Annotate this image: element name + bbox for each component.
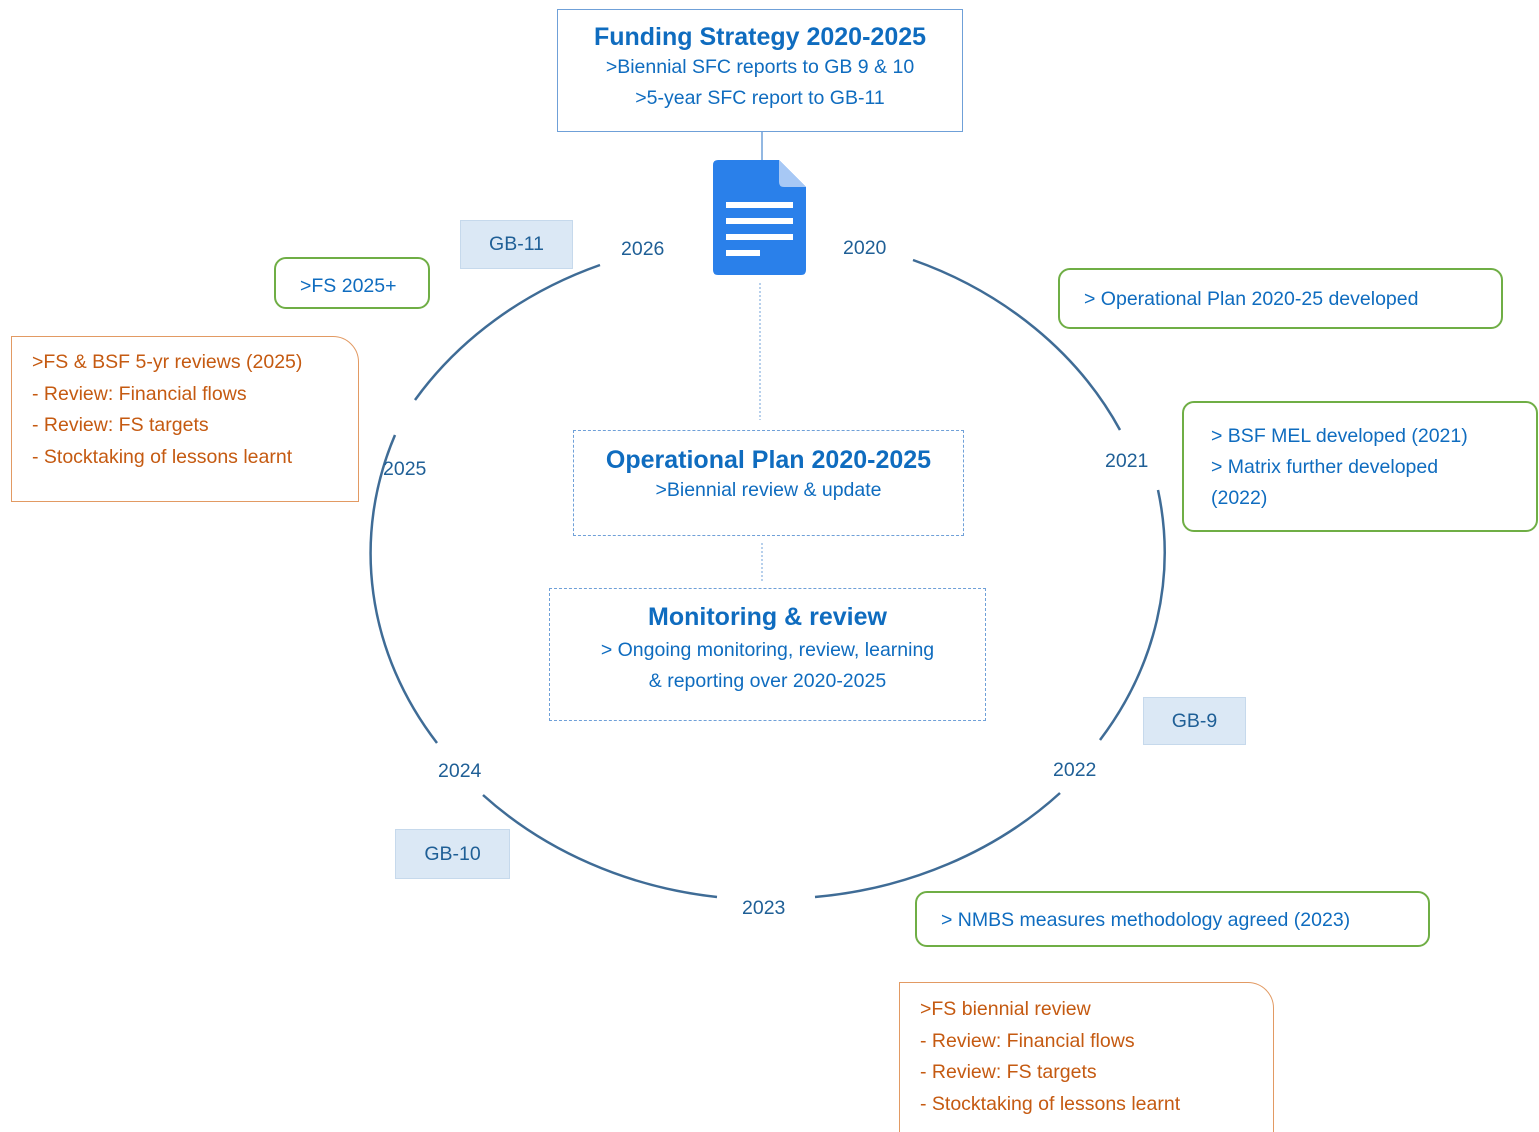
review-text: - Review: FS targets	[920, 1061, 1097, 1083]
monitoring-line: > Ongoing monitoring, review, learning	[600, 639, 935, 661]
gb-9-tag: GB-9	[1143, 697, 1246, 745]
funding-strategy-line: >5-year SFC report to GB-11	[635, 87, 885, 109]
review-text: - Review: FS targets	[32, 414, 209, 436]
milestone-text: > Matrix further developed	[1211, 456, 1439, 478]
operational-plan-box: Operational Plan 2020-2025 >Biennial rev…	[573, 430, 964, 536]
review-box-biennial: >FS biennial review - Review: Financial …	[899, 982, 1274, 1132]
year-label-2026: 2026	[621, 238, 665, 260]
year-label-2020: 2020	[843, 237, 887, 259]
cycle-arc-2024-2025	[369, 434, 438, 744]
year-label-2025: 2025	[383, 458, 427, 480]
review-text: - Review: Financial flows	[920, 1029, 1135, 1052]
year-label-2022: 2022	[1053, 759, 1097, 781]
year-label-2023: 2023	[742, 897, 786, 919]
document-icon	[713, 160, 806, 275]
milestone-text: > BSF MEL developed (2021)	[1211, 425, 1468, 447]
milestone-text: > Operational Plan 2020-25 developed	[1084, 288, 1419, 310]
milestone-text: > NMBS measures methodology agreed (2023…	[941, 909, 1351, 931]
review-text: - Stocktaking of lessons learnt	[32, 445, 293, 468]
cycle-arc-2020-2021	[912, 258, 1122, 431]
year-label-2024: 2024	[438, 760, 482, 782]
funding-strategy-title: Funding Strategy 2020-2025	[593, 23, 927, 51]
milestone-fs-2025-plus: >FS 2025+	[274, 257, 430, 309]
cycle-arc-2025-2026	[413, 263, 601, 401]
monitoring-review-box: Monitoring & review > Ongoing monitoring…	[549, 588, 986, 721]
monitoring-title: Monitoring & review	[648, 603, 887, 631]
review-text: - Review: Financial flows	[32, 382, 247, 405]
milestone-nmbs: > NMBS measures methodology agreed (2023…	[915, 891, 1430, 947]
operational-plan-title: Operational Plan 2020-2025	[605, 446, 932, 474]
operational-plan-line: >Biennial review & update	[655, 479, 882, 501]
cycle-arc-2023-2024	[482, 794, 718, 899]
milestone-text: (2022)	[1211, 487, 1268, 509]
funding-strategy-box: Funding Strategy 2020-2025 >Biennial SFC…	[557, 9, 963, 132]
milestone-text: >FS 2025+	[300, 275, 397, 297]
milestone-op-plan-developed: > Operational Plan 2020-25 developed	[1058, 268, 1503, 329]
gb-10-tag: GB-10	[395, 829, 510, 879]
review-text: >FS & BSF 5-yr reviews (2025)	[32, 351, 303, 373]
review-box-five-year: >FS & BSF 5-yr reviews (2025) - Review: …	[11, 336, 359, 502]
monitoring-line: & reporting over 2020-2025	[648, 670, 887, 692]
gb-11-tag: GB-11	[460, 220, 573, 269]
cycle-arc-2022-2023	[814, 792, 1061, 899]
review-text: - Stocktaking of lessons learnt	[920, 1092, 1181, 1115]
review-text: >FS biennial review	[920, 998, 1091, 1020]
milestone-bsf-mel: > BSF MEL developed (2021) > Matrix furt…	[1182, 401, 1538, 532]
cycle-arc-2021-2022	[1099, 489, 1166, 741]
year-label-2021: 2021	[1105, 450, 1149, 472]
funding-strategy-line: >Biennial SFC reports to GB 9 & 10	[605, 56, 915, 78]
